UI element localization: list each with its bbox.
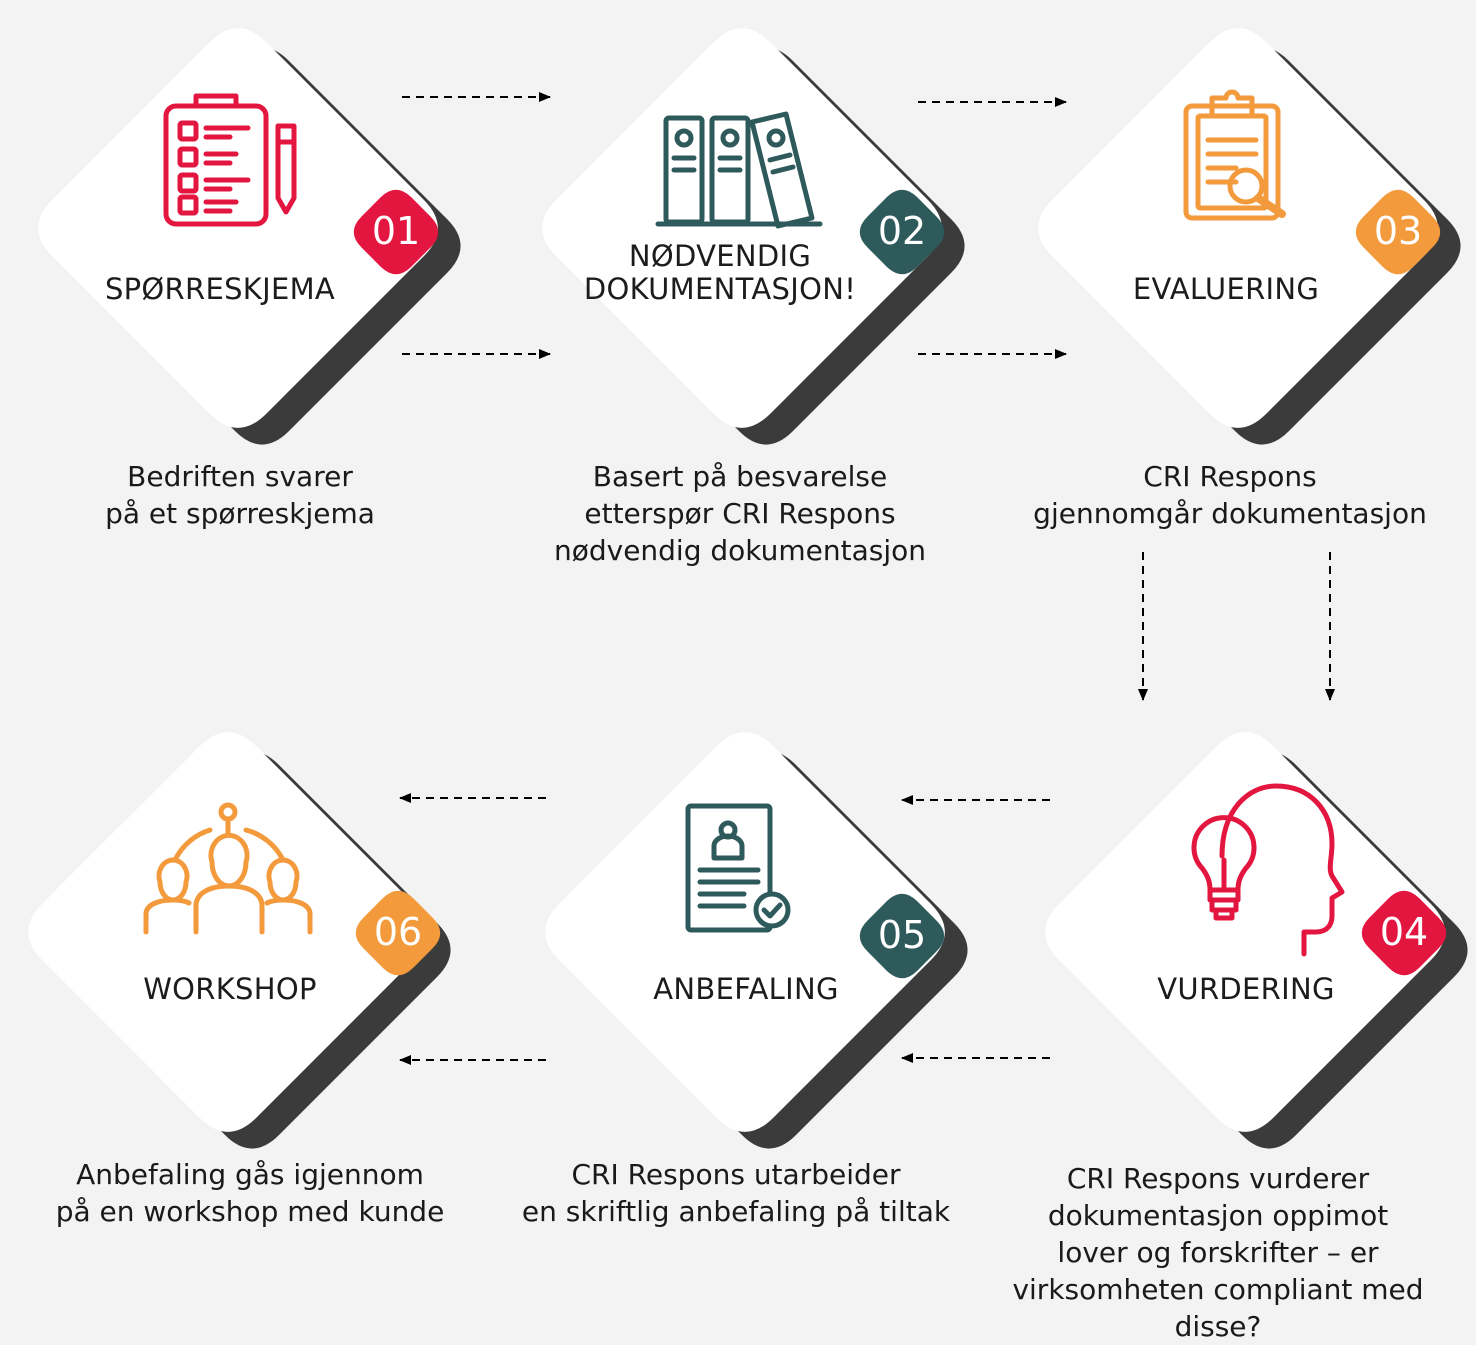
lightbulb-head-icon (1191, 783, 1345, 957)
step-title-05: ANBEFALING (653, 972, 839, 1006)
step-title-04: VURDERING (1157, 972, 1335, 1006)
step-title-02: NØDVENDIG DOKUMENTASJON! (560, 240, 880, 306)
step-caption-04: CRI Respons vurderer dokumentasjon oppim… (966, 1160, 1470, 1345)
step-number-01: 01 (371, 209, 421, 253)
step-number-06: 06 (373, 910, 423, 954)
caption-04-line-1: CRI Respons vurderer (1066, 1162, 1370, 1195)
caption-06-line-2: på en workshop med kunde (55, 1195, 445, 1228)
clipboard-search-icon (1183, 89, 1286, 221)
team-meeting-icon (143, 802, 313, 935)
caption-03-line-1: CRI Respons (1143, 460, 1317, 493)
caption-03-line-2: gjennomgår dokumentasjon (1033, 497, 1427, 530)
caption-02-line-3: nødvendig dokumentasjon (553, 534, 927, 567)
caption-05-line-2: en skriftlig anbefaling på tiltak (521, 1195, 951, 1228)
binders-icon (655, 111, 823, 229)
card-diamond (1038, 28, 1438, 428)
number-badge (353, 189, 439, 275)
card-diamond (542, 28, 942, 428)
step-caption-01: Bedriften svarer på et spørreskjema (40, 458, 440, 532)
caption-02-line-2: etterspør CRI Respons (584, 497, 896, 530)
caption-04-line-2: dokumentasjon oppimot (1047, 1199, 1389, 1232)
step-card-01 (38, 28, 461, 445)
step-number-05: 05 (877, 913, 927, 957)
step-caption-05: CRI Respons utarbeider en skriftlig anbe… (506, 1156, 966, 1230)
step-caption-02: Basert på besvarelse etterspør CRI Respo… (520, 458, 960, 569)
caption-04-line-3: lover og forskrifter – er (1057, 1236, 1379, 1269)
step-title-03: EVALUERING (1132, 272, 1320, 306)
document-approved-icon (685, 803, 791, 933)
number-badge (355, 890, 441, 976)
process-diagram (28, 28, 1468, 1149)
step-number-02: 02 (877, 209, 927, 253)
caption-01-line-2: på et spørreskjema (105, 497, 375, 530)
number-badge (1361, 890, 1447, 976)
clipboard-checklist-icon (163, 93, 297, 227)
card-diamond (38, 28, 438, 428)
card-diamond (1045, 732, 1445, 1132)
step-number-03: 03 (1373, 209, 1423, 253)
number-badge (1355, 189, 1441, 275)
step-card-06 (28, 732, 451, 1149)
step-title-02-line-1: NØDVENDIG (628, 239, 812, 273)
caption-06-line-1: Anbefaling gås igjennom (76, 1158, 424, 1191)
card-diamond (28, 732, 428, 1132)
number-badge (859, 893, 945, 979)
number-badge (859, 189, 945, 275)
caption-05-line-1: CRI Respons utarbeider (571, 1158, 901, 1191)
step-card-04 (1045, 732, 1468, 1149)
caption-02-line-1: Basert på besvarelse (592, 460, 888, 493)
step-card-03 (1038, 28, 1461, 445)
step-title-01: SPØRRESKJEMA (104, 272, 336, 306)
step-title-02-line-2: DOKUMENTASJON! (583, 272, 857, 306)
step-title-06: WORKSHOP (143, 972, 317, 1006)
caption-04-line-4: virksomheten compliant med disse? (1012, 1273, 1424, 1343)
step-caption-06: Anbefaling gås igjennom på en workshop m… (20, 1156, 480, 1230)
step-caption-03: CRI Respons gjennomgår dokumentasjon (1010, 458, 1450, 532)
step-number-04: 04 (1379, 910, 1429, 954)
caption-01-line-1: Bedriften svarer (127, 460, 353, 493)
